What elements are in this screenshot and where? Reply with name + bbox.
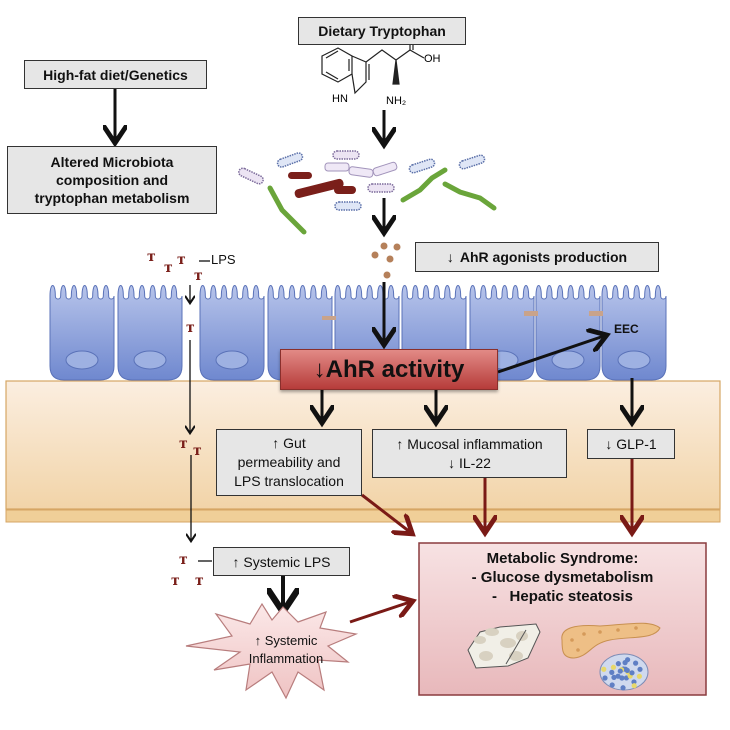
islet-cell bbox=[636, 673, 642, 679]
glp1-label: ↓ GLP-1 bbox=[605, 436, 657, 452]
lps-molecule: т bbox=[195, 573, 204, 589]
arrow-gut-to-metabolic bbox=[361, 493, 410, 532]
arrow-inflammation-to-metabolic bbox=[349, 602, 410, 624]
islet-cell bbox=[611, 674, 617, 680]
cell-nucleus bbox=[617, 350, 651, 370]
lps-molecule: т bbox=[147, 249, 156, 265]
ahr-activity-label: AhR activity bbox=[325, 355, 465, 383]
gut-permeability-line-2: permeability and bbox=[237, 454, 341, 470]
islet-cell bbox=[619, 675, 625, 681]
altered-microbiota-line-2: composition and bbox=[56, 172, 168, 188]
epithelial-cell bbox=[535, 285, 601, 381]
islet-illustration bbox=[599, 653, 649, 691]
mucosal-inflammation-line: ↑ Mucosal inflammation bbox=[396, 435, 543, 452]
dietary-tryptophan-label: Dietary Tryptophan bbox=[318, 23, 446, 39]
epithelial-cell bbox=[199, 285, 265, 381]
islet-cell bbox=[610, 664, 617, 670]
metabolic-syndrome-title: Metabolic Syndrome: bbox=[486, 550, 639, 567]
islet-cell bbox=[631, 679, 637, 685]
altered-microbiota-line-3: tryptophan metabolism bbox=[34, 190, 190, 206]
red-arrows bbox=[349, 458, 632, 624]
nh2-label: NH₂ bbox=[386, 95, 406, 107]
lps-molecule: т bbox=[177, 252, 186, 268]
oh-label: OH bbox=[424, 53, 441, 65]
ahr-agonists-label: AhR agonists production bbox=[459, 249, 628, 265]
dietary-tryptophan-box: Dietary Tryptophan bbox=[298, 17, 466, 45]
epithelial-cell bbox=[117, 285, 183, 381]
il22-line: ↓ IL-22 bbox=[448, 454, 491, 471]
high-fat-diet-box: High-fat diet/Genetics bbox=[24, 60, 207, 89]
lps-molecule: т bbox=[171, 573, 180, 589]
islet-cell bbox=[602, 675, 608, 681]
islet-cell bbox=[620, 685, 626, 691]
gut-permeability-line-1: ↑ Gut bbox=[272, 435, 306, 451]
islet-cell bbox=[633, 660, 639, 666]
lps-molecule: т bbox=[179, 436, 188, 452]
gut-permeability-line-3: LPS translocation bbox=[234, 473, 344, 489]
lamina-bottom-band bbox=[5, 509, 721, 523]
cell-nucleus bbox=[551, 350, 585, 370]
altered-microbiota-line-1: Altered Microbiota bbox=[50, 154, 174, 170]
islet-cell bbox=[637, 666, 643, 672]
down-arrow-icon: ↓ bbox=[446, 249, 454, 265]
islet-cell bbox=[631, 683, 637, 689]
islet-cell bbox=[609, 682, 615, 688]
systemic-inflammation-line-2: Inflammation bbox=[248, 651, 324, 666]
mucosal-inflammation-box: ↑ Mucosal inflammation ↓ IL-22 bbox=[372, 429, 567, 478]
tight-junction bbox=[589, 311, 603, 316]
glp1-box: ↓ GLP-1 bbox=[587, 429, 675, 459]
metabolic-syndrome-item: - Hepatic steatosis bbox=[492, 588, 633, 605]
systemic-inflammation-text: ↑ Systemic Inflammation bbox=[236, 632, 336, 668]
cell-nucleus bbox=[215, 350, 249, 370]
arrows bbox=[115, 88, 632, 608]
arrow-ahr-to-eec bbox=[497, 336, 604, 374]
metabolic-syndrome-text: Metabolic Syndrome: - Glucose dysmetabol… bbox=[419, 549, 706, 606]
ahr-activity-box: ↓ AhR activity bbox=[280, 349, 498, 390]
islet-cell bbox=[609, 669, 615, 675]
ahr-agonist-particles bbox=[371, 242, 401, 279]
ahr-agonists-box: ↓ AhR agonists production bbox=[415, 242, 659, 272]
tight-junction bbox=[322, 316, 336, 320]
islet-cell bbox=[615, 661, 621, 667]
microbiota-bacteria bbox=[238, 150, 497, 235]
epithelial-cell bbox=[49, 285, 115, 381]
lps-label: LPS bbox=[211, 252, 236, 267]
high-fat-diet-label: High-fat diet/Genetics bbox=[43, 66, 188, 83]
altered-microbiota-box: Altered Microbiota composition and trypt… bbox=[7, 146, 217, 214]
metabolic-syndrome-item: - Glucose dysmetabolism bbox=[471, 569, 654, 586]
systemic-lps-label: ↑ Systemic LPS bbox=[232, 553, 331, 570]
liver-illustration bbox=[467, 623, 541, 669]
down-arrow-icon: ↓ bbox=[313, 355, 326, 383]
lps-molecule: т bbox=[194, 268, 203, 284]
tight-junction bbox=[524, 311, 538, 316]
systemic-inflammation-starburst bbox=[185, 602, 359, 700]
cell-nucleus bbox=[65, 350, 99, 370]
pancreas-illustration bbox=[561, 622, 661, 659]
metabolic-syndrome-box bbox=[418, 542, 707, 696]
epithelial-cell bbox=[601, 285, 667, 381]
islet-cell bbox=[625, 657, 631, 663]
gut-permeability-box: ↑ Gut permeability and LPS translocation bbox=[216, 429, 362, 496]
systemic-inflammation-line-1: ↑ Systemic bbox=[254, 633, 318, 648]
hn-label: HN bbox=[332, 93, 348, 105]
islet-cell bbox=[629, 670, 635, 676]
lps-molecule: т bbox=[164, 260, 173, 276]
lps-molecule: т bbox=[186, 320, 195, 336]
eec-label: EEC bbox=[614, 322, 639, 336]
lps-molecule: т bbox=[193, 443, 202, 459]
lps-molecule: т bbox=[179, 552, 188, 568]
cell-nucleus bbox=[133, 350, 167, 370]
systemic-lps-box: ↑ Systemic LPS bbox=[213, 547, 350, 576]
islet-cell bbox=[617, 668, 623, 674]
islet-cell bbox=[601, 666, 607, 672]
